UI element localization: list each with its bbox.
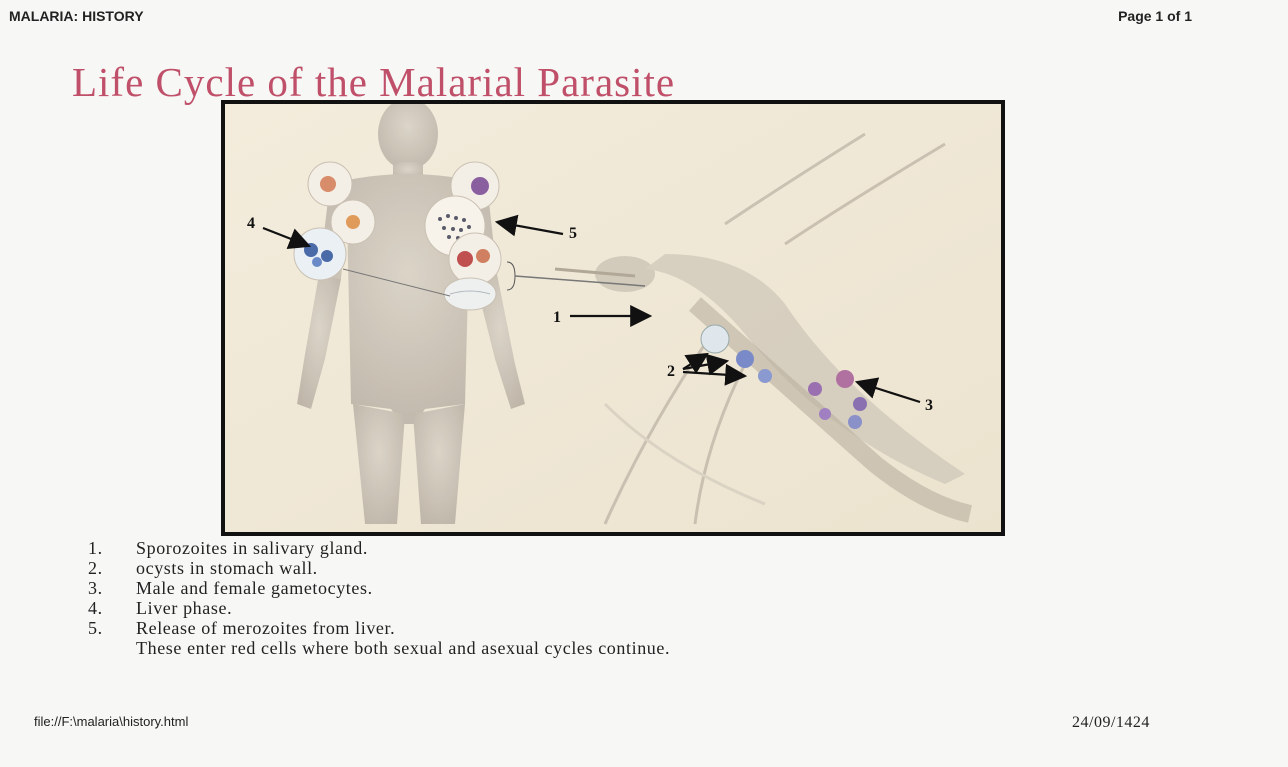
legend-item: 5.Release of merozoites from liver.: [88, 618, 1238, 638]
page-title: Life Cycle of the Malarial Parasite: [72, 58, 1152, 106]
footer-url: file://F:\malaria\history.html: [34, 714, 188, 729]
life-cycle-illustration: 4 5 1 2 3: [225, 104, 1001, 532]
figure-label-4: 4: [247, 215, 255, 232]
life-cycle-legend: 1.Sporozoites in salivary gland. 2.ocyst…: [88, 538, 1238, 658]
figure-label-3: 3: [925, 397, 933, 414]
page-header-title: MALARIA: HISTORY: [9, 8, 144, 24]
legend-continuation: These enter red cells where both sexual …: [88, 638, 1238, 658]
legend-number: 1.: [88, 538, 136, 558]
legend-text: Liver phase.: [136, 598, 232, 618]
legend-number: 3.: [88, 578, 136, 598]
legend-text: Male and female gametocytes.: [136, 578, 373, 598]
legend-item: 3.Male and female gametocytes.: [88, 578, 1238, 598]
footer-date: 24/09/1424: [1072, 714, 1150, 732]
legend-text: Sporozoites in salivary gland.: [136, 538, 368, 558]
legend-item: 2.ocysts in stomach wall.: [88, 558, 1238, 578]
legend-item: 4.Liver phase.: [88, 598, 1238, 618]
life-cycle-figure: 4 5 1 2 3: [221, 100, 1005, 536]
legend-text: ocysts in stomach wall.: [136, 558, 318, 578]
legend-continuation-text: These enter red cells where both sexual …: [88, 638, 670, 658]
legend-text: Release of merozoites from liver.: [136, 618, 395, 638]
legend-item: 1.Sporozoites in salivary gland.: [88, 538, 1238, 558]
legend-number: 4.: [88, 598, 136, 618]
figure-label-2: 2: [667, 363, 675, 380]
page-number: Page 1 of 1: [1118, 8, 1192, 24]
legend-number: 2.: [88, 558, 136, 578]
figure-label-5: 5: [569, 225, 577, 242]
figure-label-1: 1: [553, 309, 561, 326]
legend-number: 5.: [88, 618, 136, 638]
